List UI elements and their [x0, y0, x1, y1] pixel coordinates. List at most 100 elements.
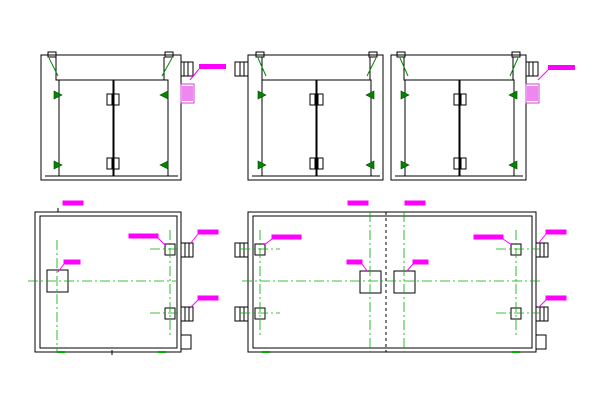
oven-outline-outer	[34, 211, 182, 353]
control-panel-icon	[525, 83, 540, 104]
side-bump	[535, 334, 547, 350]
chamber-fan-box	[393, 270, 416, 294]
callout-tag	[404, 200, 426, 206]
callout-tag	[346, 259, 363, 265]
corner-brace	[399, 57, 409, 77]
foot-marker	[158, 351, 166, 353]
callout-leader	[189, 68, 200, 81]
corner-brace	[257, 57, 267, 77]
callout-leader	[189, 299, 199, 309]
callout-tag	[473, 234, 504, 240]
callout-tag	[62, 200, 84, 206]
hinge-icon	[400, 90, 410, 100]
hinge-icon	[159, 90, 169, 100]
hinge-icon	[508, 160, 518, 170]
hinge-icon	[257, 160, 267, 170]
door-handle-icon	[106, 157, 113, 170]
cabinet-top-post	[368, 51, 378, 58]
corner-brace	[509, 57, 519, 77]
door-handle-icon	[460, 93, 467, 106]
chamber-fan-box	[359, 270, 382, 294]
door-handle-icon	[317, 157, 324, 170]
door-handle-icon	[309, 157, 316, 170]
corner-brace	[161, 57, 173, 77]
callout-leader	[57, 263, 65, 273]
vent-port-icon	[234, 61, 249, 77]
oven-outline-inner	[39, 215, 178, 349]
callout-tag	[197, 295, 219, 301]
top-view-double-oven	[234, 211, 549, 353]
vent-port-icon	[525, 61, 539, 77]
oven-outline-outer	[247, 211, 537, 353]
callout-leader	[157, 237, 167, 247]
vent-port-icon	[234, 242, 249, 258]
callout-tag	[197, 229, 219, 235]
vent-port-icon	[180, 61, 194, 77]
corner-brace	[48, 57, 59, 77]
front-view-double-hinges	[257, 90, 518, 170]
callout-leader	[537, 233, 547, 245]
callout-leader	[263, 238, 273, 246]
control-panel-fill	[182, 86, 193, 101]
oven-cabinet-right	[390, 54, 527, 181]
callout-leader	[537, 69, 549, 81]
door-handle-icon	[309, 93, 316, 106]
front-view-double-tags	[527, 65, 575, 101]
callout-tag	[271, 234, 302, 240]
door-handle-icon	[113, 157, 120, 170]
foot-marker	[57, 351, 65, 353]
callout-tag	[545, 229, 567, 235]
vent-port-icon	[180, 242, 194, 258]
cabinet-top-post	[47, 51, 57, 58]
vent-port-icon	[234, 306, 249, 322]
top-view-double-center-lines	[240, 212, 540, 352]
cabinet-top-post	[255, 51, 265, 58]
callout-leader	[537, 299, 547, 309]
cabinet-top-post	[511, 51, 521, 58]
control-panel-icon	[180, 83, 195, 104]
oven-cabinet	[40, 54, 182, 181]
vent-port-icon	[535, 242, 549, 258]
callout-tag	[545, 295, 567, 301]
front-view-single-hinges	[53, 90, 169, 170]
oven-outline-inner	[252, 215, 533, 349]
door-handle-icon	[113, 93, 120, 106]
foot-marker	[512, 351, 520, 353]
oven-cabinet-left	[247, 54, 384, 181]
door-handle-icon	[317, 93, 324, 106]
callout-tag	[412, 259, 429, 265]
foot-marker	[262, 351, 270, 353]
side-bump	[180, 334, 192, 350]
top-view-single-center-lines	[28, 230, 182, 352]
hinge-icon	[508, 90, 518, 100]
door-handle-icon	[453, 93, 460, 106]
callout-tag	[548, 65, 575, 70]
front-view-single-door-oven	[40, 51, 195, 181]
door-handle-icon	[453, 157, 460, 170]
callout-tag	[128, 233, 159, 239]
callout-leader	[189, 233, 199, 245]
hinge-icon	[400, 160, 410, 170]
callout-leader	[361, 263, 369, 273]
hinge-icon	[53, 160, 63, 170]
hinge-icon	[365, 90, 375, 100]
door-handle-icon	[106, 93, 113, 106]
front-view-double-door-oven	[234, 51, 540, 181]
vent-port-icon	[180, 306, 194, 322]
vent-port-icon	[535, 306, 549, 322]
corner-brace	[366, 57, 377, 77]
cabinet-top-post	[164, 51, 174, 58]
hinge-icon	[159, 160, 169, 170]
top-view-single-tags	[57, 200, 219, 353]
hinge-icon	[53, 90, 63, 100]
hinge-icon	[365, 160, 375, 170]
callout-tag	[63, 259, 81, 265]
control-panel-fill	[527, 86, 538, 101]
cabinet-top-post	[396, 51, 406, 58]
hinge-icon	[257, 90, 267, 100]
front-view-single-tags	[182, 64, 226, 101]
door-handle-icon	[460, 157, 467, 170]
callout-leader	[405, 263, 414, 273]
